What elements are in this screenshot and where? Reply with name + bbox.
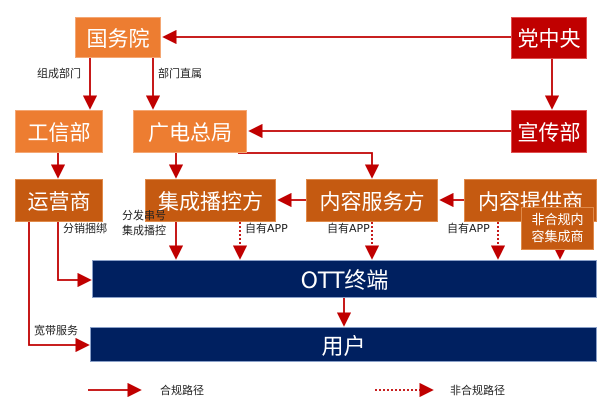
- label-direct-dept: 部门直属: [158, 67, 202, 80]
- label-own-app-3: 自有APP: [447, 222, 490, 235]
- node-ott-terminal: OTT终端: [92, 260, 597, 298]
- label-distribution-1: 分发串号: [122, 209, 166, 222]
- label-component-dept: 组成部门: [37, 67, 81, 80]
- node-content-service: 内容服务方: [306, 179, 438, 222]
- node-miit: 工信部: [15, 110, 103, 153]
- legend-noncompliant: 非合规路径: [450, 384, 505, 397]
- edge-sarft-to-service: [238, 152, 380, 179]
- node-propaganda-dept: 宣传部: [511, 110, 587, 153]
- edge-operator-to-ott: [57, 222, 92, 288]
- node-integrator: 集成播控方: [145, 179, 276, 222]
- label-own-app-1: 自有APP: [245, 222, 288, 235]
- label-bundling: 分销捆绑: [63, 222, 107, 235]
- edge-operator-to-user: [28, 222, 90, 353]
- node-party-central: 党中央: [511, 17, 587, 59]
- label-own-app-2: 自有APP: [327, 222, 370, 235]
- node-user: 用户: [90, 327, 597, 362]
- label-distribution-2: 集成播控: [122, 224, 166, 237]
- node-noncompliant-aggregator: 非合规内容集成商: [521, 207, 594, 250]
- legend-compliant: 合规路径: [160, 384, 204, 397]
- node-sarft: 广电总局: [133, 110, 247, 153]
- label-broadband: 宽带服务: [34, 324, 78, 337]
- node-state-council: 国务院: [75, 17, 161, 58]
- node-operator: 运营商: [15, 179, 103, 222]
